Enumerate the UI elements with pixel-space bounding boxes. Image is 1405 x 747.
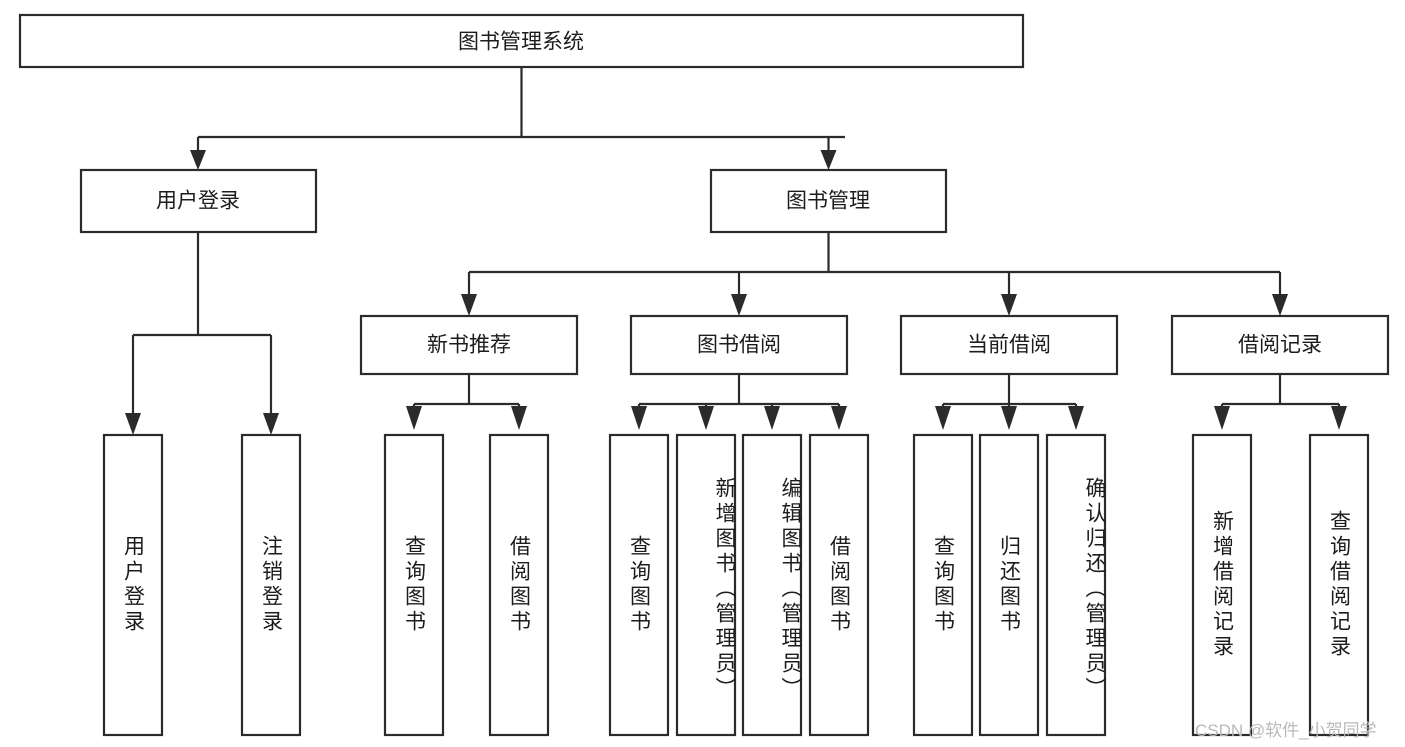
node-book-borrow-label: 图书借阅 — [697, 334, 781, 357]
leaf-box-currentborrow-1[interactable] — [912, 433, 974, 737]
arrowhead-borrow-record — [1272, 294, 1288, 316]
arrowhead-leaf-currentborrow-3 — [1068, 406, 1084, 430]
csdn-watermark: CSDN @软件_小贺同学 — [1195, 721, 1377, 740]
connector-group-borrowrecord — [1214, 374, 1347, 430]
connector-group-root — [190, 67, 845, 170]
node-borrow-record-label: 借阅记录 — [1238, 334, 1322, 357]
leaf-box-borrowrecord-1[interactable] — [1191, 433, 1253, 737]
leaf-box-bookborrow-2[interactable] — [675, 433, 737, 737]
node-current-borrow-label: 当前借阅 — [967, 334, 1051, 357]
leaf-box-user-login-1[interactable] — [102, 433, 164, 737]
arrowhead-new-book — [461, 294, 477, 316]
arrowhead-leaf-borrowrecord-1 — [1214, 406, 1230, 430]
node-user-login-label: 用户登录 — [156, 190, 240, 213]
connector-group-newbook — [406, 374, 527, 430]
node-borrow-record-box[interactable] — [1170, 314, 1390, 376]
node-book-management-box[interactable] — [709, 168, 948, 234]
arrowhead-userlogin — [190, 150, 206, 170]
arrowhead-leaf-borrowrecord-2 — [1331, 406, 1347, 430]
arrowhead-current-borrow — [1001, 294, 1017, 316]
leaf-box-currentborrow-3[interactable] — [1045, 433, 1107, 737]
leaf-box-newbook-1[interactable] — [383, 433, 445, 737]
arrowhead-leaf-bookborrow-2 — [698, 406, 714, 430]
connector-group-userlogin — [125, 232, 279, 435]
arrowhead-book-borrow — [731, 294, 747, 316]
leaf-box-newbook-2[interactable] — [488, 433, 550, 737]
connector-group-currentborrow — [935, 374, 1084, 430]
node-book-management-label: 图书管理 — [786, 190, 870, 213]
arrowhead-leaf-user-login-2 — [263, 413, 279, 435]
arrowhead-leaf-newbook-1 — [406, 406, 422, 430]
arrowhead-leaf-currentborrow-1 — [935, 406, 951, 430]
arrowhead-leaf-currentborrow-2 — [1001, 406, 1017, 430]
node-root-label: 图书管理系统 — [458, 31, 584, 54]
leaf-box-bookborrow-4[interactable] — [808, 433, 870, 737]
arrowhead-bookmgmt — [820, 150, 837, 170]
arrowhead-leaf-bookborrow-3 — [764, 406, 780, 430]
node-new-book-recommend-label: 新书推荐 — [427, 334, 511, 357]
leaf-box-borrowrecord-2[interactable] — [1308, 433, 1370, 737]
leaf-box-bookborrow-1[interactable] — [608, 433, 670, 737]
arrowhead-leaf-bookborrow-4 — [831, 406, 847, 430]
arrowhead-leaf-newbook-2 — [511, 406, 527, 430]
leaf-box-bookborrow-3[interactable] — [741, 433, 803, 737]
node-book-borrow-box[interactable] — [629, 314, 849, 376]
connector-group-bookmgmt — [461, 232, 1288, 316]
arrowhead-leaf-bookborrow-1 — [631, 406, 647, 430]
node-root-box[interactable] — [18, 13, 1025, 69]
leaf-box-currentborrow-2[interactable] — [978, 433, 1040, 737]
leaf-box-user-login-2[interactable] — [240, 433, 302, 737]
node-current-borrow-box[interactable] — [899, 314, 1119, 376]
connector-group-bookborrow — [631, 374, 847, 430]
node-user-login-box[interactable] — [79, 168, 318, 234]
node-new-book-recommend-box[interactable] — [359, 314, 579, 376]
arrowhead-leaf-user-login-1 — [125, 413, 141, 435]
